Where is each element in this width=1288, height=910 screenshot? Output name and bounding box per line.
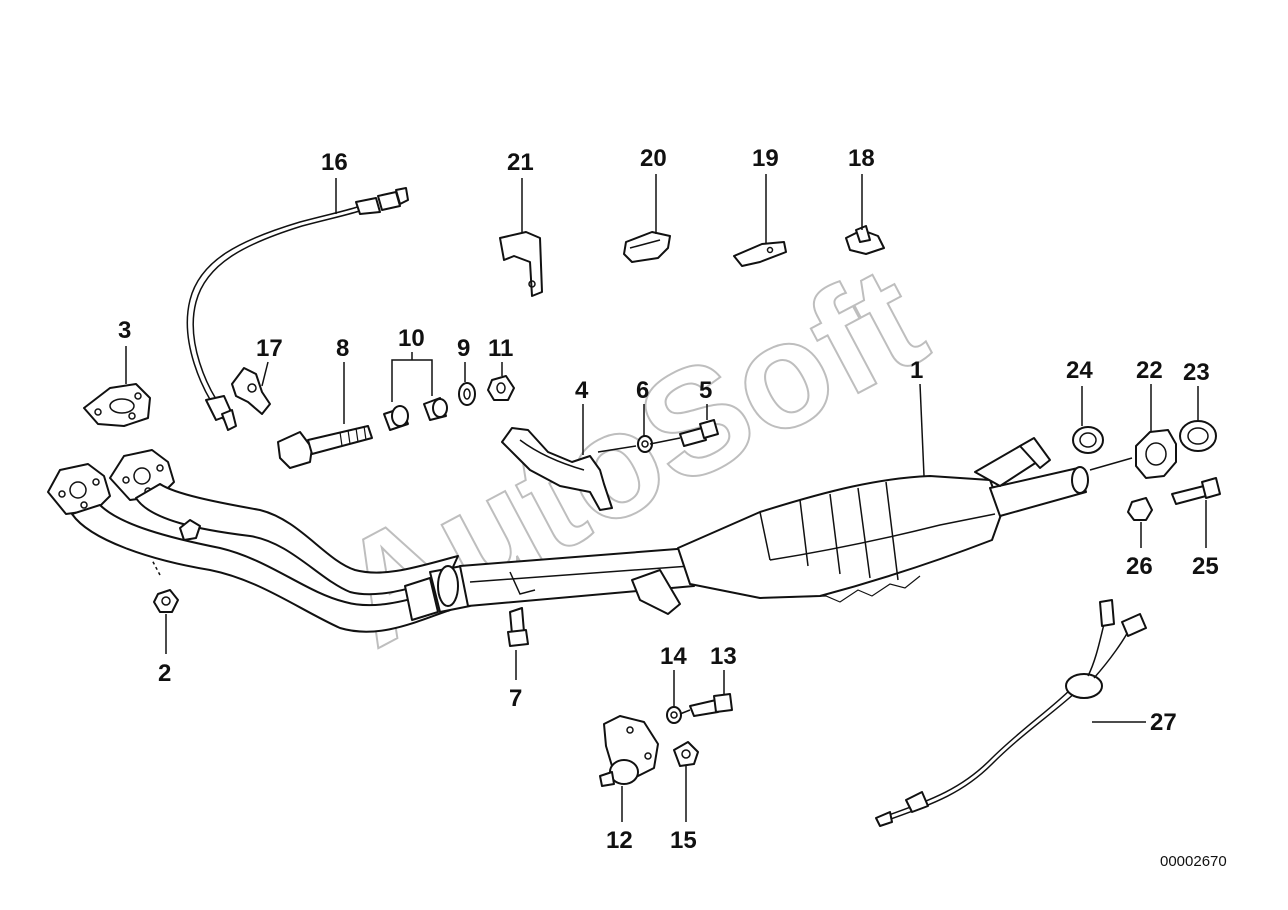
callout-23[interactable]: 23 [1183,359,1210,386]
part-4-heat-shield[interactable] [501,427,613,511]
part-3-gasket[interactable] [83,383,151,427]
callout-24[interactable]: 24 [1066,357,1093,384]
part-21-bracket[interactable] [499,231,543,297]
callout-10[interactable]: 10 [398,325,425,352]
part-9-washer[interactable] [458,382,476,406]
exhaust-pipe-assembly[interactable] [47,437,1089,633]
callout-6[interactable]: 6 [636,377,649,404]
callout-27[interactable]: 27 [1150,709,1177,736]
part-26-nut[interactable] [1127,497,1153,521]
part-23-ring[interactable] [1179,420,1217,452]
callout-14[interactable]: 14 [660,643,687,670]
callout-13[interactable]: 13 [710,643,737,670]
part-13-bolt[interactable] [689,693,733,717]
part-25-bolt[interactable] [1171,477,1221,505]
callout-18[interactable]: 18 [848,145,875,172]
part-14-washer[interactable] [666,706,682,724]
callout-17[interactable]: 17 [256,335,283,362]
part-20-clip[interactable] [623,231,671,263]
part-6-washer[interactable] [637,435,653,453]
callout-12[interactable]: 12 [606,827,633,854]
callout-19[interactable]: 19 [752,145,779,172]
callout-1[interactable]: 1 [910,357,923,384]
callout-3[interactable]: 3 [118,317,131,344]
callout-5[interactable]: 5 [699,377,712,404]
callout-16[interactable]: 16 [321,149,348,176]
callout-22[interactable]: 22 [1136,357,1163,384]
callout-20[interactable]: 20 [640,145,667,172]
part-5-bolt[interactable] [679,419,719,447]
callout-8[interactable]: 8 [336,335,349,362]
part-19-plate[interactable] [733,241,787,267]
callout-26[interactable]: 26 [1126,553,1153,580]
part-22-gasket[interactable] [1135,429,1177,479]
part-10-bushings[interactable] [383,397,448,431]
part-17-clip[interactable] [231,367,271,415]
callout-labels: 1 2 3 4 5 6 7 8 9 10 11 12 13 14 15 16 1… [118,145,1219,854]
leader-lines [125,174,1207,822]
part-16-oxygen-sensor[interactable] [186,187,409,431]
part-7-stud[interactable] [507,607,529,647]
callout-15[interactable]: 15 [670,827,697,854]
part-8-bolt[interactable] [277,425,373,469]
callout-9[interactable]: 9 [457,335,470,362]
part-15-nut[interactable] [673,741,699,767]
part-18-clip[interactable] [845,225,885,255]
document-number: 00002670 [1160,853,1227,870]
callout-2[interactable]: 2 [158,660,171,687]
callout-4[interactable]: 4 [575,377,589,404]
callout-11[interactable]: 11 [488,335,513,362]
part-24-ring[interactable] [1072,426,1104,454]
callout-7[interactable]: 7 [509,685,522,712]
part-12-rubber-mount[interactable] [599,715,659,787]
callout-21[interactable]: 21 [507,149,534,176]
callout-25[interactable]: 25 [1192,553,1219,580]
part-11-nut[interactable] [487,375,515,401]
part-27-sensor-cable[interactable] [875,599,1147,827]
part-2-nut[interactable] [153,589,179,613]
